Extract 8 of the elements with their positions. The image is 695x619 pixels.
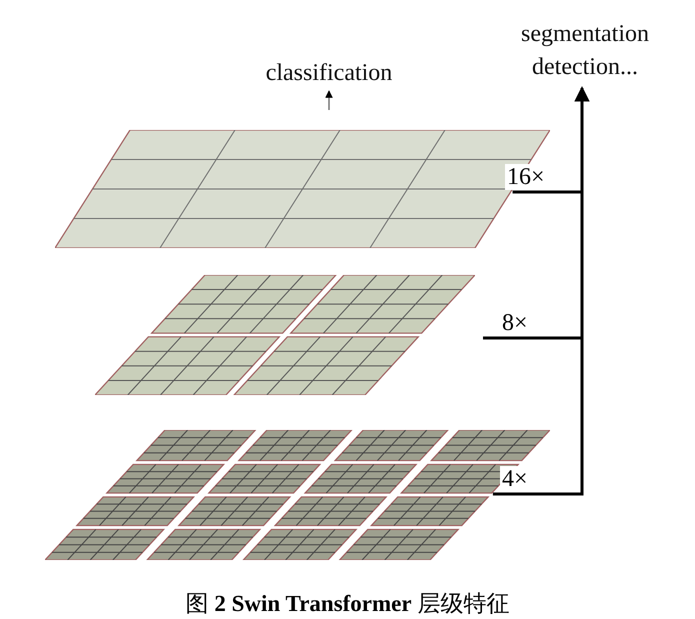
feature-map-drawing bbox=[95, 275, 475, 395]
output-label: classification bbox=[264, 59, 394, 88]
arrow bbox=[492, 86, 590, 496]
feature-map-drawing bbox=[55, 130, 550, 248]
output-label: segmentation detection... bbox=[520, 20, 650, 82]
figure-caption: 图 2 Swin Transformer 层级特征 bbox=[184, 590, 510, 618]
arrow bbox=[325, 90, 333, 110]
feature-map-drawing bbox=[45, 430, 550, 560]
